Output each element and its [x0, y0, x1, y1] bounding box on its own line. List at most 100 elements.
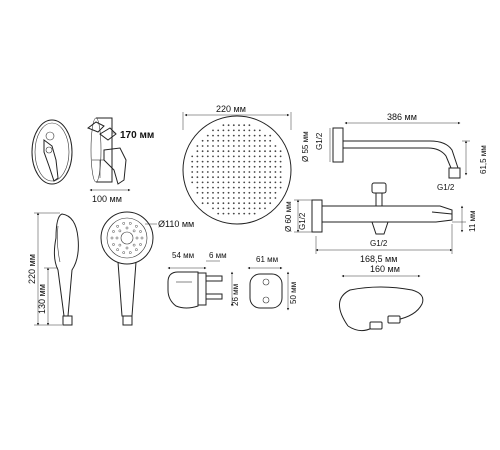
nozzle-dot — [238, 207, 240, 210]
nozzle-dot — [222, 150, 225, 153]
label-holder-height: 26 мм — [231, 284, 240, 306]
concealed-mixer-group: 170 мм 100 мм — [31, 117, 154, 204]
nozzle-dot — [253, 186, 256, 189]
hand-nozzle-dot — [112, 230, 115, 233]
nozzle-dot — [238, 202, 240, 205]
nozzle-dot — [222, 197, 225, 199]
nozzle-dot — [217, 139, 220, 142]
nozzle-dot — [217, 197, 220, 199]
nozzle-dot — [269, 145, 272, 147]
nozzle-dot — [222, 165, 225, 168]
nozzle-dot — [248, 160, 251, 163]
nozzle-dot — [243, 160, 246, 163]
nozzle-dot — [258, 176, 261, 179]
nozzle-dot — [243, 139, 246, 142]
nozzle-dot — [243, 145, 246, 147]
nozzle-dot — [222, 176, 225, 179]
nozzle-dot — [238, 212, 240, 215]
nozzle-dot — [222, 171, 225, 173]
nozzle-dot — [258, 139, 261, 142]
nozzle-dot — [196, 181, 199, 184]
hand-nozzle-dot — [135, 248, 138, 252]
nozzle-dot — [227, 181, 230, 184]
nozzle-dot — [222, 155, 225, 158]
nozzle-dot — [232, 134, 235, 137]
nozzle-dot — [253, 212, 256, 215]
label-arm-flange: Ø 55 мм — [301, 131, 310, 162]
nozzle-dot — [253, 165, 256, 168]
nozzle-dot — [279, 171, 282, 173]
nozzle-dot — [243, 155, 246, 158]
nozzle-dot — [201, 186, 204, 189]
nozzle-dot — [201, 176, 204, 179]
label-mixer-width: 100 мм — [92, 194, 122, 204]
nozzle-dot — [258, 197, 261, 199]
nozzle-dot — [227, 139, 230, 142]
label-arm-drop: 61,5 мм — [479, 145, 488, 174]
nozzle-dot — [222, 139, 225, 142]
nozzle-dot — [243, 186, 246, 189]
nozzle-dot — [274, 145, 277, 147]
nozzle-dot — [232, 150, 235, 153]
nozzle-dot — [258, 186, 261, 189]
nozzle-dot — [238, 150, 240, 153]
nozzle-dot — [248, 134, 251, 137]
nozzle-dot — [217, 191, 220, 194]
nozzle-dot — [258, 134, 261, 137]
nozzle-dot — [238, 145, 240, 147]
mixer-front-view — [31, 119, 73, 185]
nozzle-dot — [222, 129, 225, 132]
nozzle-dot — [243, 134, 246, 137]
nozzle-dot — [248, 155, 251, 158]
nozzle-dot — [258, 160, 261, 163]
nozzle-dot — [248, 181, 251, 184]
nozzle-dot — [212, 155, 214, 158]
nozzle-dot — [258, 155, 261, 158]
nozzle-dot — [196, 176, 199, 179]
nozzle-dot — [227, 207, 230, 210]
hand-nozzle-dot — [140, 236, 144, 240]
nozzle-dot — [243, 150, 246, 153]
nozzle-dot — [232, 145, 235, 147]
nozzle-dot — [212, 181, 214, 184]
nozzle-dot — [264, 202, 266, 205]
nozzle-dot — [217, 212, 220, 215]
nozzle-dot — [191, 160, 194, 163]
nozzle-dot — [227, 191, 230, 194]
nozzle-dot — [227, 160, 230, 163]
label-hand-head-length: 130 мм — [37, 284, 47, 314]
nozzle-dot — [212, 191, 214, 194]
nozzle-dot — [253, 202, 256, 205]
label-head-diameter: 220 мм — [216, 104, 246, 114]
nozzle-dot — [232, 207, 235, 210]
nozzle-dot — [279, 160, 282, 163]
nozzle-dot — [264, 181, 266, 184]
label-bracket-height: 50 мм — [289, 282, 298, 304]
nozzle-dot — [206, 171, 209, 173]
hand-shower-nozzles — [110, 222, 144, 254]
nozzle-dot — [232, 165, 235, 168]
nozzle-dot — [238, 181, 240, 184]
nozzle-dot — [264, 134, 266, 137]
nozzle-dot — [248, 186, 251, 189]
nozzle-dot — [274, 176, 277, 179]
nozzle-dot — [232, 160, 235, 163]
nozzle-dot — [212, 160, 214, 163]
hand-nozzle-dot — [116, 224, 119, 228]
nozzle-dot — [248, 212, 251, 215]
nozzle-dot — [232, 191, 235, 194]
nozzle-dot — [238, 134, 240, 137]
shower-head-nozzles — [191, 124, 282, 215]
nozzle-dot — [201, 150, 204, 153]
hand-shower-group: 220 мм 130 мм Ø110 мм — [27, 211, 194, 326]
hand-nozzle-dot — [116, 248, 119, 252]
nozzle-dot — [274, 186, 277, 189]
nozzle-dot — [191, 155, 194, 158]
wall-holder-group: 54 мм 6 мм 26 мм — [167, 251, 240, 309]
nozzle-dot — [258, 165, 261, 168]
nozzle-dot — [196, 160, 199, 163]
nozzle-dot — [206, 181, 209, 184]
label-arm-thread-top: G1/2 — [315, 132, 324, 150]
nozzle-dot — [212, 150, 214, 153]
nozzle-dot — [253, 181, 256, 184]
